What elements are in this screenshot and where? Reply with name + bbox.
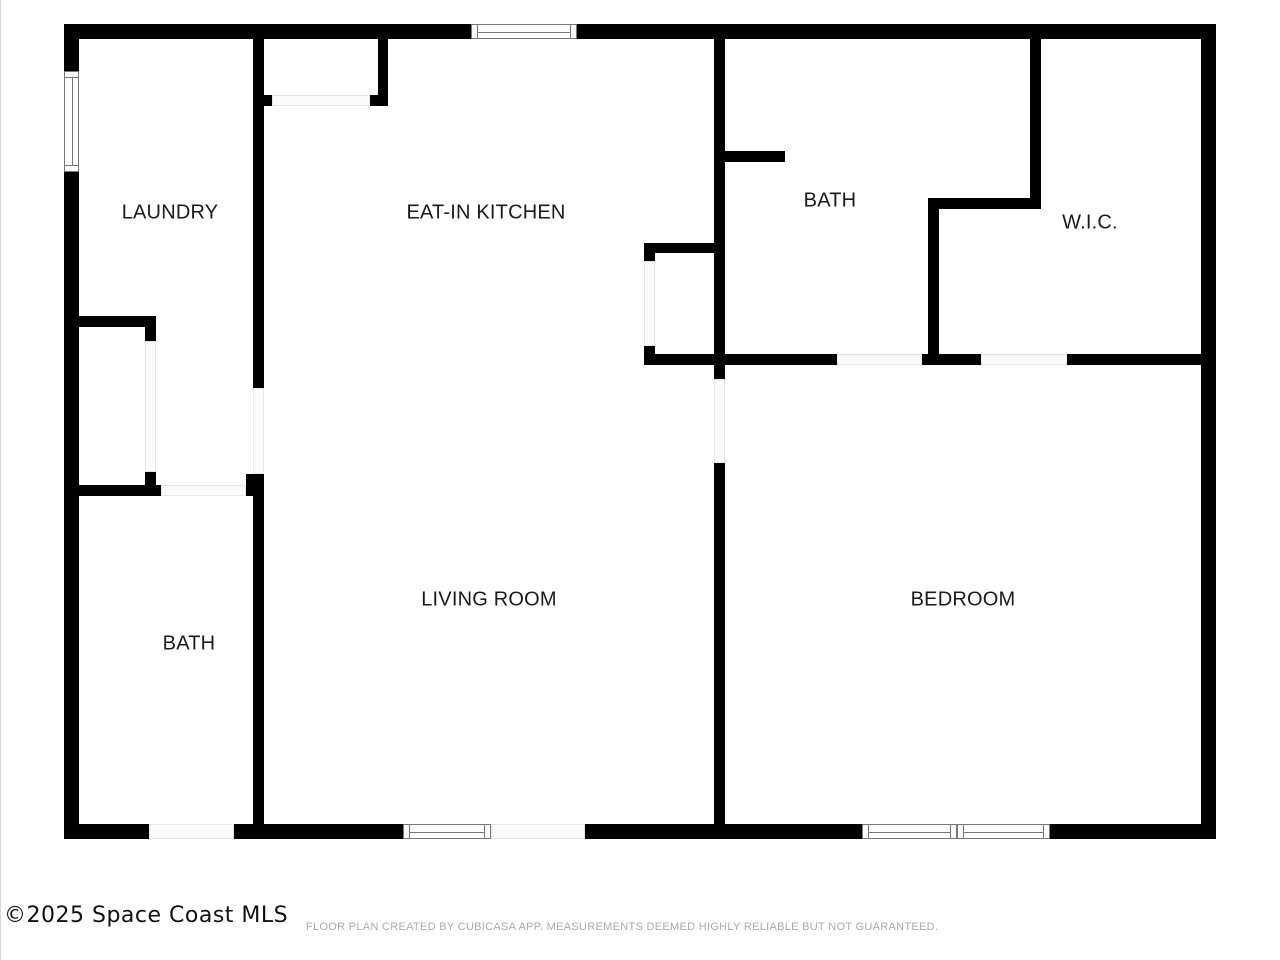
door-opening-laundry-living — [253, 388, 264, 474]
copyright-watermark: ©2025 Space Coast MLS — [4, 903, 289, 928]
wall-laundry-closet-stub-bottom — [145, 472, 156, 496]
wall-bath-stub-horizontal — [714, 151, 785, 162]
wall-pantry-stub-right — [370, 95, 388, 106]
room-label-bath-upper: BATH — [803, 189, 857, 212]
wall-kitchen-east-upper — [714, 24, 725, 379]
window-bottom-bedroom-2 — [957, 824, 1050, 839]
wall-bath-stub — [246, 474, 264, 496]
wall-laundry-kitchen-lower — [253, 474, 264, 834]
wall-wic-lower-vertical — [928, 198, 939, 365]
room-label-laundry: LAUNDRY — [121, 201, 219, 224]
exterior-wall-right — [1201, 24, 1216, 839]
wall-laundry-kitchen-upper — [253, 24, 264, 388]
exterior-wall-left — [64, 24, 79, 839]
wall-kitchen-closet-stub-top — [644, 243, 655, 261]
room-label-living-room: LIVING ROOM — [421, 588, 557, 611]
wall-living-bedroom-lower — [714, 463, 725, 834]
door-opening-pantry — [272, 95, 370, 106]
wall-laundry-closet-stub-top — [145, 316, 156, 341]
wall-bath-bedroom-left — [714, 354, 837, 365]
door-opening-bath-exterior — [149, 824, 234, 839]
wall-wic-upper-vertical — [1030, 24, 1041, 209]
room-label-bedroom: BEDROOM — [910, 588, 1016, 611]
wall-kitchen-closet-bottom — [644, 354, 725, 365]
room-label-wic: W.I.C. — [1062, 211, 1118, 234]
disclaimer-text: FLOOR PLAN CREATED BY CUBICASA APP. MEAS… — [306, 921, 939, 933]
window-top-kitchen — [471, 24, 577, 39]
wall-laundry-closet-top — [64, 316, 156, 327]
window-bottom-bedroom-1 — [862, 824, 957, 839]
door-opening-living-bedroom — [714, 379, 725, 463]
door-opening-bath — [161, 485, 246, 496]
image-left-edge — [0, 0, 1, 960]
window-left-laundry — [64, 71, 79, 172]
door-opening-wic — [981, 354, 1067, 365]
door-opening-laundry-closet — [145, 341, 156, 472]
wall-kitchen-closet-top — [644, 243, 725, 253]
wall-pantry-stub-left — [264, 95, 272, 106]
door-opening-living-exterior — [491, 824, 585, 839]
wall-wic-bedroom-right — [1067, 354, 1216, 365]
window-bottom-living — [403, 824, 491, 839]
wall-pantry-right — [378, 24, 388, 106]
wall-bath-wic-junction — [922, 354, 981, 365]
exterior-wall-top — [64, 24, 1216, 39]
door-opening-kitchen-closet — [644, 261, 655, 346]
wall-wic-horizontal-step — [928, 198, 1041, 209]
door-opening-bath-upstairs — [837, 354, 922, 365]
wall-laundry-bath-divider — [64, 485, 161, 496]
room-label-eat-in-kitchen: EAT-IN KITCHEN — [406, 201, 566, 224]
room-label-bath-lower: BATH — [162, 632, 216, 655]
